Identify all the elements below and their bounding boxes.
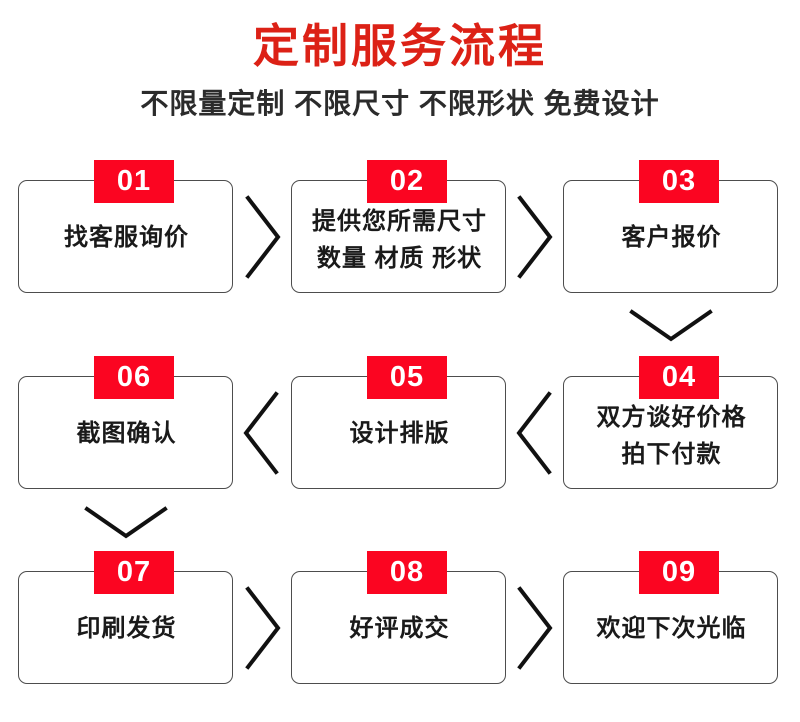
chevron-right-icon-02-03 xyxy=(512,192,558,282)
step-label-line: 印刷发货 xyxy=(76,614,177,642)
chevron-down-icon-03-04 xyxy=(626,306,716,346)
page-title: 定制服务流程 xyxy=(253,20,547,72)
step-box-03[interactable]: 03 客户报价 xyxy=(563,160,778,293)
step-box-05[interactable]: 05 设计排版 xyxy=(291,356,506,489)
step-number-badge-09: 09 xyxy=(639,551,719,594)
chevron-left-icon-05-06 xyxy=(238,388,284,478)
step-label-line: 拍下付款 xyxy=(621,441,722,468)
step-box-04[interactable]: 04 双方谈好价格 拍下付款 xyxy=(563,356,778,489)
step-label-line: 双方谈好价格 xyxy=(596,404,747,431)
step-label-line: 截图确认 xyxy=(76,419,177,447)
step-label-line: 提供您所需尺寸 xyxy=(312,208,487,235)
step-box-09[interactable]: 09 欢迎下次光临 xyxy=(563,551,778,684)
step-number-badge-06: 06 xyxy=(94,356,174,399)
step-number-badge-08: 08 xyxy=(367,551,447,594)
step-label-line: 客户报价 xyxy=(621,223,722,251)
step-label-line: 好评成交 xyxy=(349,614,450,642)
step-number-badge-04: 04 xyxy=(639,356,719,399)
step-box-02[interactable]: 02 提供您所需尺寸 数量 材质 形状 xyxy=(291,160,506,293)
step-label-line: 设计排版 xyxy=(349,419,450,447)
step-number-badge-01: 01 xyxy=(94,160,174,203)
chevron-right-icon-08-09 xyxy=(512,583,558,673)
chevron-down-icon-06-07 xyxy=(81,503,171,543)
step-box-08[interactable]: 08 好评成交 xyxy=(291,551,506,684)
step-box-07[interactable]: 07 印刷发货 xyxy=(18,551,233,684)
chevron-right-icon-07-08 xyxy=(240,583,286,673)
step-box-06[interactable]: 06 截图确认 xyxy=(18,356,233,489)
chevron-right-icon-01-02 xyxy=(240,192,286,282)
step-box-01[interactable]: 01 找客服询价 xyxy=(18,160,233,293)
page-subtitle: 不限量定制 不限尺寸 不限形状 免费设计 xyxy=(140,88,660,119)
step-number-badge-07: 07 xyxy=(94,551,174,594)
step-label-line: 数量 材质 形状 xyxy=(316,245,483,272)
step-number-badge-03: 03 xyxy=(639,160,719,203)
step-number-badge-05: 05 xyxy=(367,356,447,399)
step-label-line: 找客服询价 xyxy=(64,223,189,251)
step-label-line: 欢迎下次光临 xyxy=(596,614,747,642)
step-number-badge-02: 02 xyxy=(367,160,447,203)
chevron-left-icon-04-05 xyxy=(511,388,557,478)
